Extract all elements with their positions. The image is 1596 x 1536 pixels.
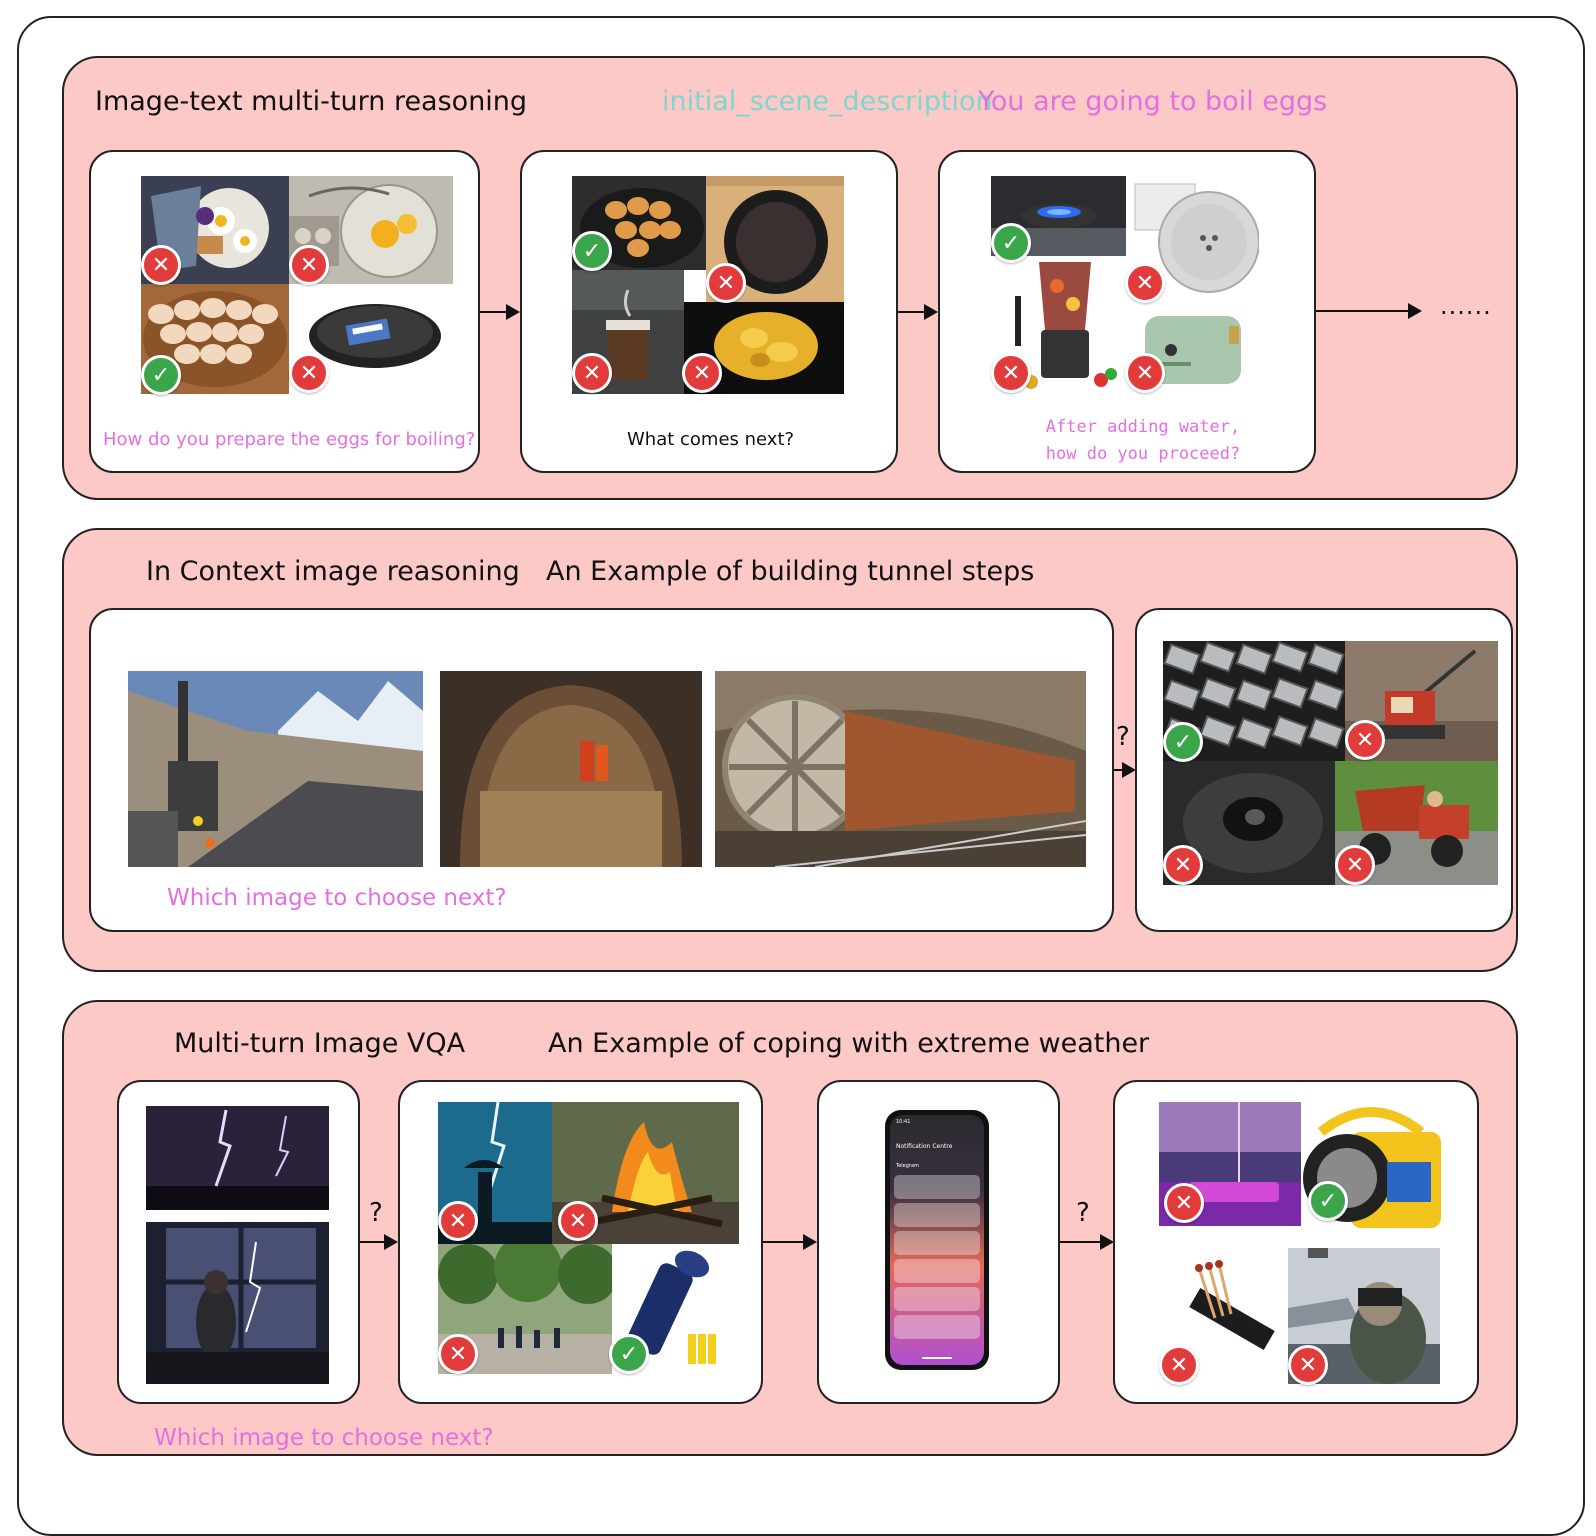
vqa-question-mark-1: ? [369, 1198, 383, 1228]
blender-image [1005, 256, 1125, 394]
section1-title: Image-text multi-turn reasoning [95, 86, 528, 117]
dark-mine-tunnel-image [1163, 761, 1335, 885]
phone-screen: 10:41 Notification Centre Telegram [890, 1115, 984, 1365]
cross-badge-icon: ✕ [558, 1201, 598, 1241]
section3-question: Which image to choose next? [154, 1425, 494, 1451]
lightning-sky-image [146, 1106, 329, 1210]
step3-question: After adding water, how do you proceed? [1010, 414, 1276, 468]
check-badge-icon: ✓ [991, 223, 1031, 263]
vqa-question-mark-2: ? [1076, 1198, 1090, 1228]
phone-app-label: Telegram [896, 1163, 919, 1169]
cross-badge-icon: ✕ [438, 1201, 478, 1241]
cross-badge-icon: ✕ [1163, 845, 1203, 885]
cross-badge-icon: ✕ [682, 353, 722, 393]
notification-item [894, 1287, 980, 1311]
home-indicator [922, 1357, 952, 1359]
scene-description-key: initial_scene_description [662, 86, 993, 117]
phone-notification-image: 10:41 Notification Centre Telegram [885, 1110, 989, 1370]
cross-badge-icon: ✕ [1288, 1345, 1328, 1385]
cross-badge-icon: ✕ [1345, 720, 1385, 760]
notification-item [894, 1231, 980, 1255]
phone-notification-header: Notification Centre [896, 1143, 953, 1150]
coffee-cup-image [572, 270, 684, 394]
toaster-image [1135, 304, 1253, 394]
arrow-step1-to-step2 [480, 304, 520, 320]
drilling-rig-mountain-image [128, 671, 423, 867]
arrow-context-to-options [1114, 762, 1136, 778]
check-badge-icon: ✓ [609, 1334, 649, 1374]
arrow-vqa-context-to-options [360, 1234, 398, 1250]
cross-badge-icon: ✕ [991, 353, 1031, 393]
notification-item [894, 1315, 980, 1339]
microwave-plate-image [1131, 176, 1259, 296]
section2-question: Which image to choose next? [167, 885, 507, 911]
cross-badge-icon: ✕ [1335, 845, 1375, 885]
phone-time: 10:41 [896, 1119, 911, 1125]
notification-item [894, 1203, 980, 1227]
notification-item [894, 1259, 980, 1283]
arrow-step2-to-step3 [898, 304, 938, 320]
step2-question: What comes next? [627, 429, 795, 450]
section2-subtitle: An Example of building tunnel steps [546, 556, 1035, 587]
section2-title: In Context image reasoning [146, 556, 520, 587]
section2-question-mark: ? [1116, 722, 1130, 752]
continuation-ellipsis: ...... [1440, 292, 1492, 320]
tunnel-excavation-image [440, 671, 702, 867]
cross-badge-icon: ✕ [1125, 263, 1165, 303]
cross-badge-icon: ✕ [289, 245, 329, 285]
check-badge-icon: ✓ [572, 231, 612, 271]
cross-badge-icon: ✕ [141, 245, 181, 285]
cross-badge-icon: ✕ [289, 353, 329, 393]
egg-basket-image [141, 284, 289, 394]
woman-window-storm-image [146, 1222, 329, 1384]
check-badge-icon: ✓ [141, 355, 181, 395]
step3-question-line2: how do you proceed? [1045, 444, 1241, 464]
cross-badge-icon: ✕ [1125, 353, 1165, 393]
section3-subtitle: An Example of coping with extreme weathe… [548, 1028, 1150, 1059]
cross-badge-icon: ✕ [1164, 1183, 1204, 1223]
cross-badge-icon: ✕ [572, 353, 612, 393]
lantern-flashlight-image [1301, 1102, 1445, 1248]
step3-question-line1: After adding water, [1045, 417, 1241, 437]
cross-badge-icon: ✕ [706, 263, 746, 303]
arrow-options-to-phone [763, 1234, 817, 1250]
arrow-step3-continue [1316, 303, 1422, 319]
tunnel-boring-machine-image [715, 671, 1086, 867]
arrow-phone-to-options [1060, 1234, 1114, 1250]
scene-description-value: You are going to boil eggs [978, 86, 1328, 117]
section3-title: Multi-turn Image VQA [174, 1028, 466, 1059]
cross-badge-icon: ✕ [438, 1334, 478, 1374]
check-badge-icon: ✓ [1163, 722, 1203, 762]
baking-pan-image [289, 284, 453, 394]
step1-question: How do you prepare the eggs for boiling? [103, 429, 476, 450]
cross-badge-icon: ✕ [1159, 1345, 1199, 1385]
breakfast-plate-image [141, 176, 289, 284]
notification-item [894, 1175, 980, 1199]
check-badge-icon: ✓ [1308, 1181, 1348, 1221]
